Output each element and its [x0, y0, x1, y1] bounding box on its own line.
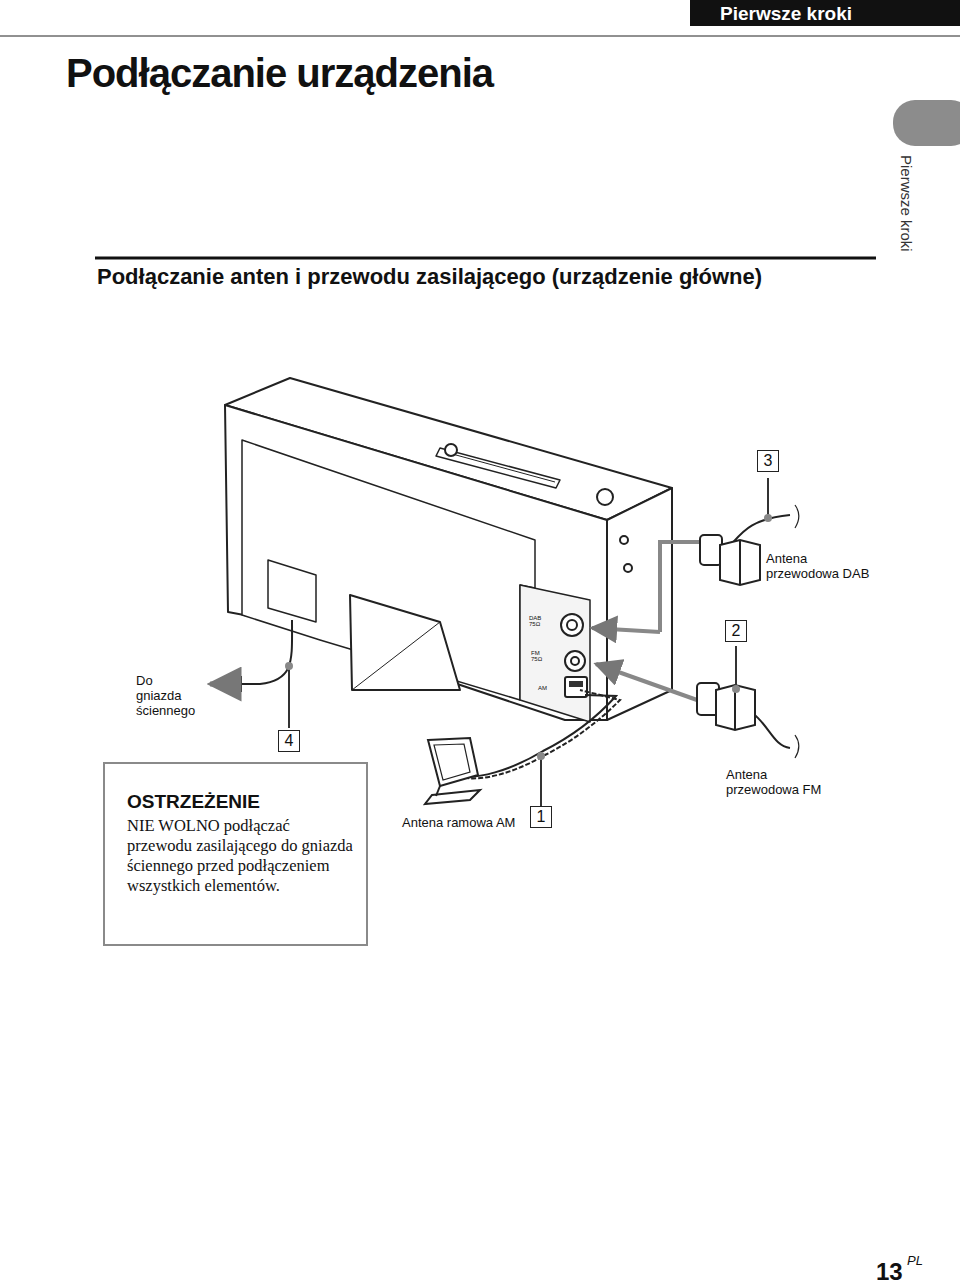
warning-box: OSTRZEŻENIENIE WOLNO podłączać przewodu … — [103, 762, 368, 946]
leader-dots — [285, 514, 772, 760]
section-heading: Podłączanie anten i przewodu zasilająceg… — [97, 264, 817, 289]
port-label: DAB 75Ω — [529, 615, 549, 627]
header-text: Pierwsze kroki — [720, 3, 852, 25]
callout-number: 4 — [278, 730, 300, 752]
part-name: Antena przewodowa FM — [726, 768, 836, 798]
header-rule — [0, 36, 960, 37]
callout-number: 2 — [725, 620, 747, 642]
part-name: Do gniazda ściennego — [136, 674, 198, 719]
leader-lines — [289, 478, 768, 806]
main-unit — [225, 378, 672, 722]
antenna-plugs — [425, 535, 760, 804]
warning-text: NIE WOLNO podłączać przewodu zasilająceg… — [127, 816, 354, 896]
warning-heading: OSTRZEŻENIE — [127, 790, 354, 814]
part-name: Antena przewodowa DAB — [766, 552, 876, 582]
plug-arrow — [210, 682, 236, 687]
cables — [240, 505, 799, 778]
callout-number: 3 — [757, 450, 779, 472]
section-rule — [95, 257, 876, 260]
port-label: AM — [538, 685, 547, 691]
port-label: FM 75Ω — [531, 650, 551, 662]
header-bar — [690, 0, 960, 26]
page-number: 13 — [876, 1258, 903, 1286]
callout-number: 1 — [530, 806, 552, 828]
part-name: Antena ramowa AM — [402, 816, 515, 831]
page-title: Podłączanie urządzenia — [66, 50, 493, 96]
side-tab-text: Pierwsze kroki — [898, 155, 915, 252]
page-number-suffix: PL — [907, 1254, 923, 1269]
side-tab — [893, 100, 960, 146]
